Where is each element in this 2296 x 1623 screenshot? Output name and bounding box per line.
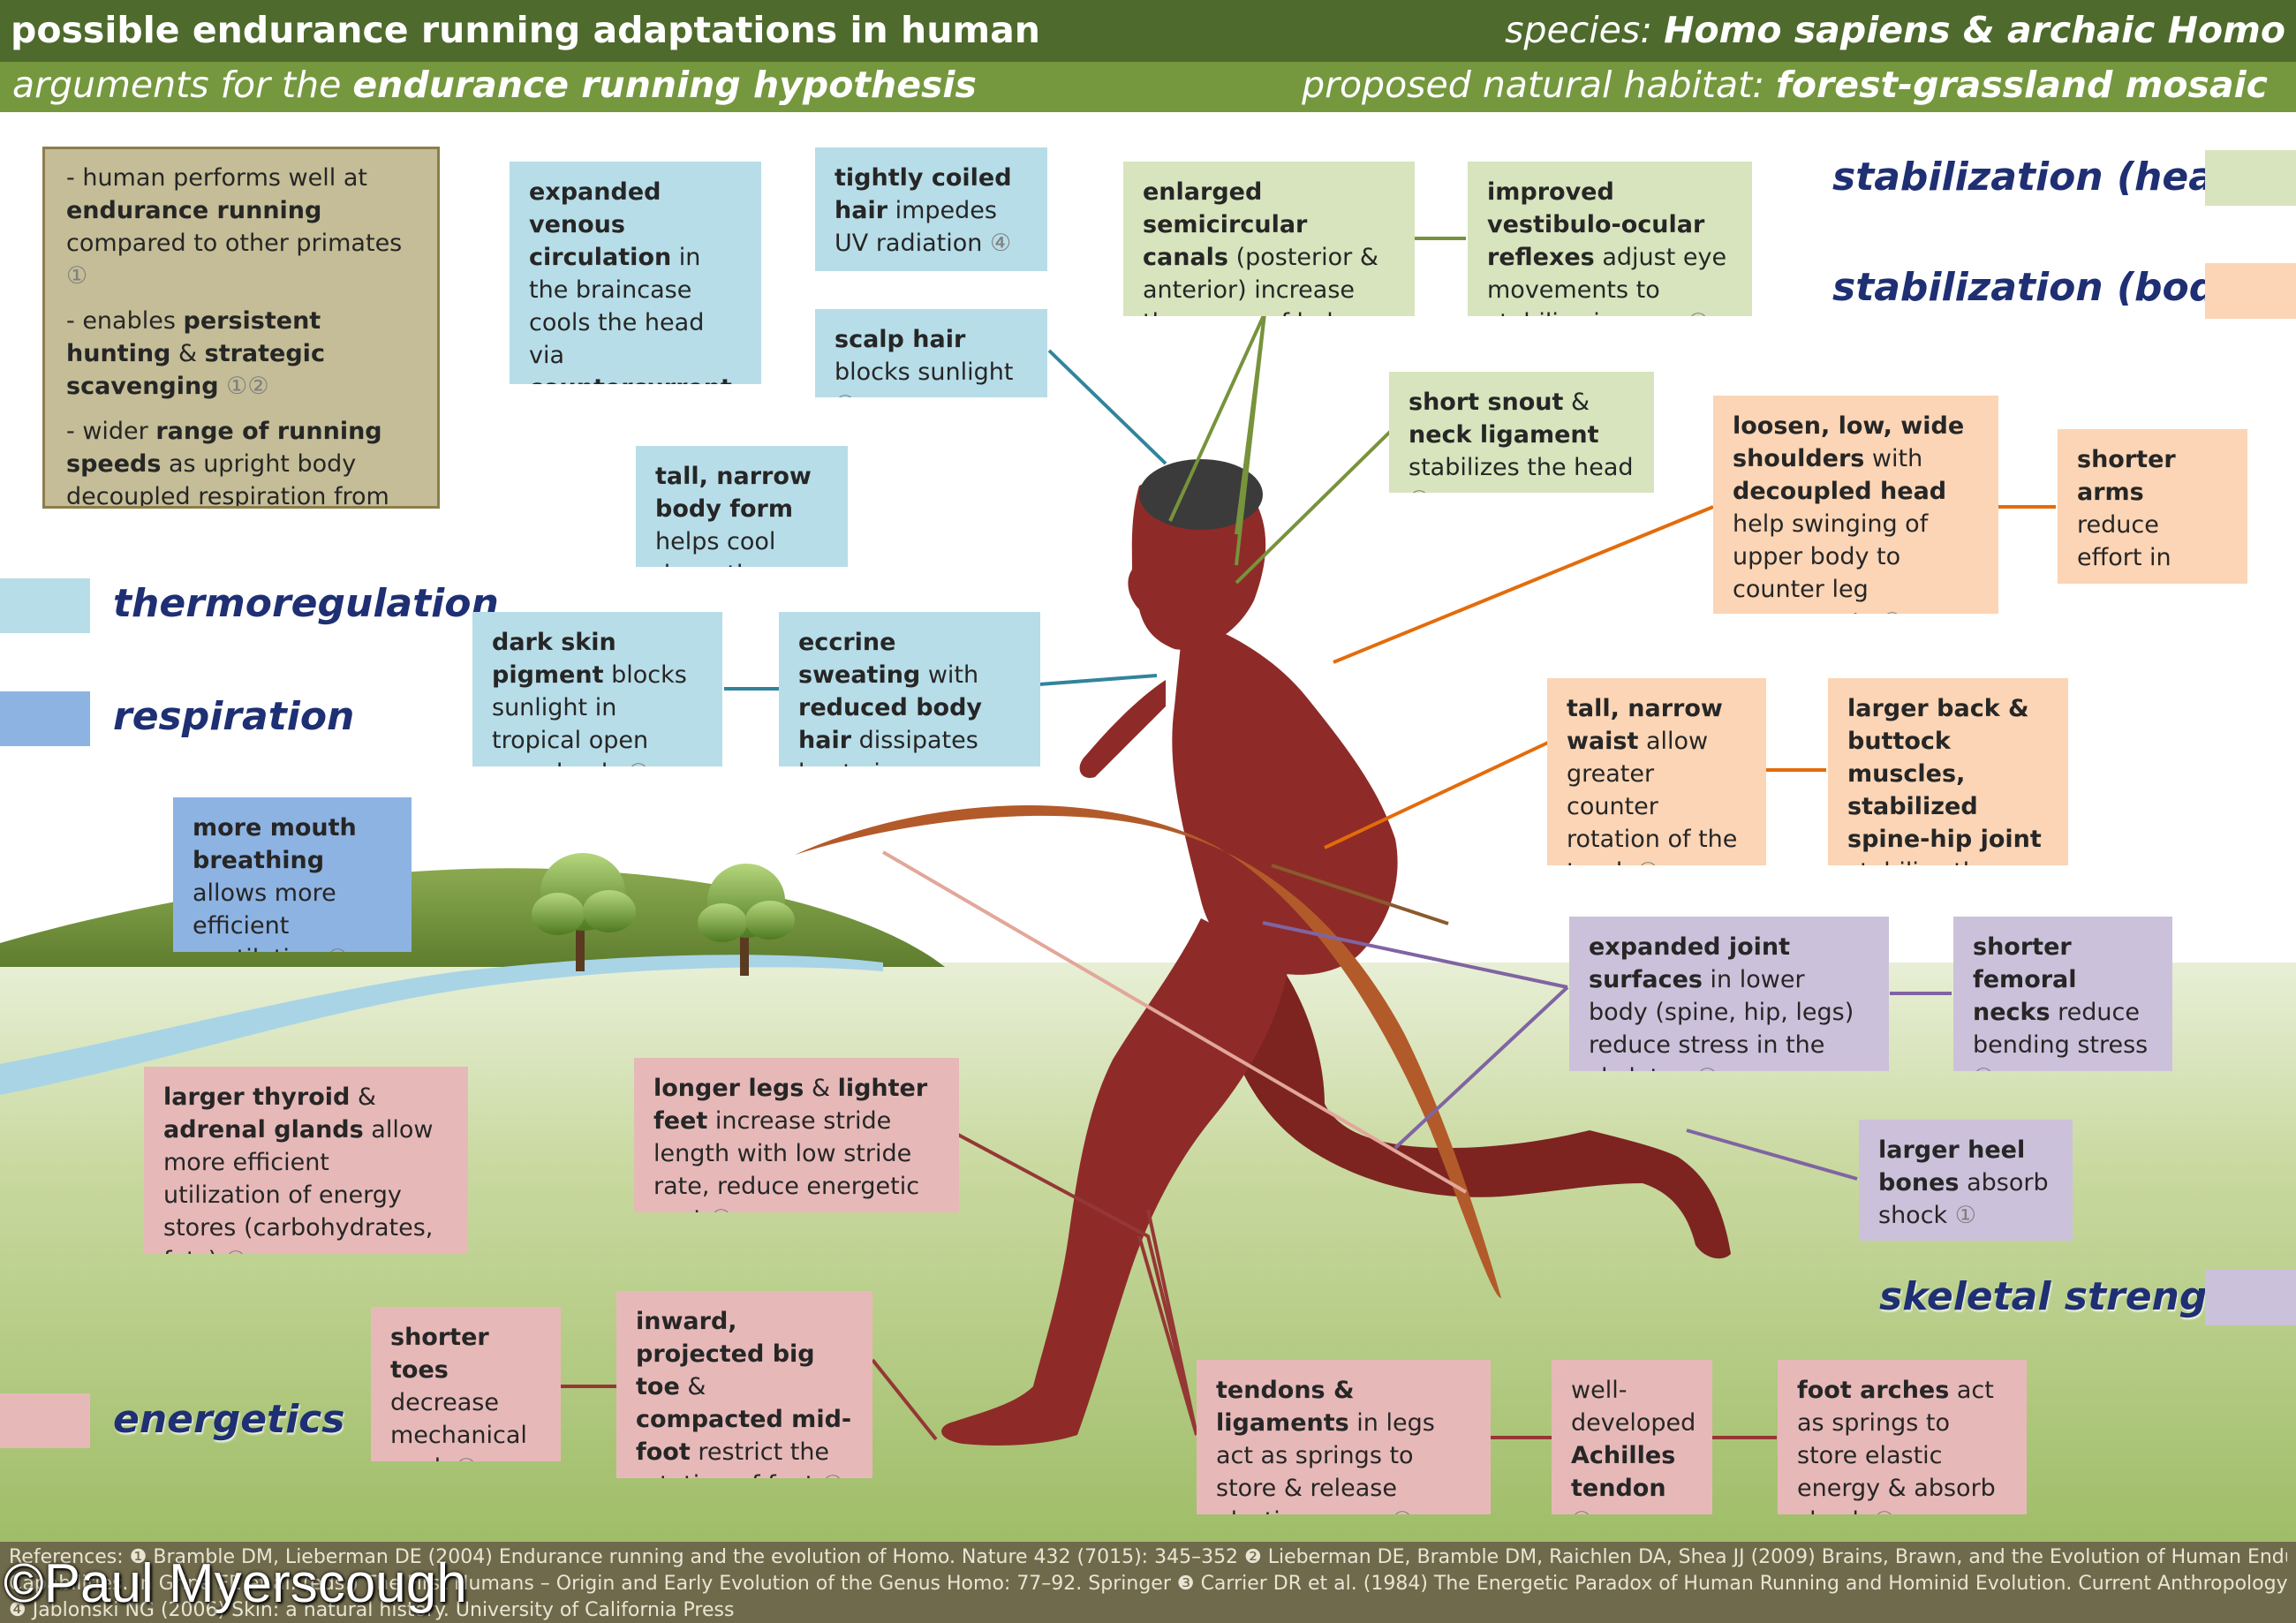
box-shorter-arms: shorter arms reduce effort in arm-swingi…	[2058, 429, 2247, 584]
line-waist	[1324, 740, 1551, 849]
header-bar-top	[0, 0, 2296, 62]
argument-1: - human performs well at endurance runni…	[66, 164, 403, 290]
box-short-snout: short snout & neck ligament stabilizes t…	[1389, 372, 1654, 493]
box-tendons-ligaments: tendons & ligaments in legs act as sprin…	[1197, 1360, 1491, 1514]
box-big-toe: inward, projected big toe & compacted mi…	[616, 1291, 872, 1478]
bow	[795, 805, 1501, 1298]
legend-thermoregulation: thermoregulation	[113, 581, 499, 626]
box-expanded-joint-surfaces: expanded joint surfaces in lower body (s…	[1569, 917, 1889, 1071]
hill	[0, 868, 945, 967]
connectors	[561, 237, 2056, 1441]
box-semicircular-canals: enlarged semicircular canals (posterior …	[1123, 162, 1415, 316]
runner-hair	[1139, 459, 1263, 530]
argument-2: - enables persistent hunting & strategic…	[66, 307, 325, 400]
box-longer-legs: longer legs & lighter feet increase stri…	[634, 1058, 959, 1212]
legend-stabilization-head: stabilization (head)	[1832, 155, 2261, 200]
box-tightly-coiled-hair: tightly coiled hair impedes UV radiation…	[815, 147, 1047, 271]
page-title: possible endurance running adaptations i…	[11, 9, 1040, 51]
subtitle: arguments for the endurance running hypo…	[12, 64, 977, 106]
reference-line-2: Capabilities. In Grine FE et al. (eds.) …	[9, 1573, 2287, 1595]
copyright: ©Paul Myerscough	[4, 1553, 467, 1614]
box-back-buttock-muscles: larger back & buttock muscles, stabilize…	[1828, 678, 2068, 865]
box-shorter-femoral-necks: shorter femoral necks reduce bending str…	[1953, 917, 2172, 1071]
species-label: species: Homo sapiens & archaic Homo	[1505, 9, 2285, 51]
line-bigtoe	[871, 1358, 938, 1441]
tree-left	[532, 853, 636, 971]
tree-right	[698, 864, 795, 976]
runner-front-leg	[941, 918, 1289, 1446]
line-scalp	[1047, 349, 1167, 465]
legend-energetics: energetics	[113, 1397, 345, 1442]
line-sweat	[1038, 674, 1158, 686]
legend-swatch-energetics	[0, 1393, 90, 1448]
line-tendons	[1137, 1235, 1198, 1436]
box-scalp-hair: scalp hair blocks sunlight ④	[815, 309, 1047, 397]
legend-swatch-skeletal-strength	[2205, 1270, 2296, 1325]
habitat-label: proposed natural habitat: forest-grassla…	[1302, 64, 2268, 106]
legend-swatch-respiration	[0, 691, 90, 746]
box-larger-heel-bones: larger heel bones absorb shock ①	[1859, 1120, 2073, 1241]
box-tall-narrow-body: tall, narrow body form helps cool down t…	[636, 446, 848, 567]
box-narrow-waist: tall, narrow waist allow greater counter…	[1547, 678, 1766, 865]
reference-line-1: References: ❶ Bramble DM, Lieberman DE (…	[9, 1546, 2287, 1568]
legend-skeletal-strength: skeletal strength	[1879, 1274, 2254, 1319]
line-shoulders	[1333, 505, 1714, 664]
box-vestibulo-ocular-reflexes: improved vestibulo-ocular reflexes adjus…	[1468, 162, 1752, 316]
reference-line-3: ❹ Jablonski NG (2006) Skin: a natural hi…	[9, 1599, 735, 1621]
bowstring	[881, 850, 1468, 1194]
header-bar-bottom	[0, 62, 2296, 112]
line-joints	[1262, 921, 1569, 1150]
references: References: ❶ Bramble DM, Lieberman DE (…	[0, 1542, 2296, 1623]
box-mouth-breathing: more mouth breathing allows more efficie…	[173, 797, 412, 952]
line-semicircular	[1168, 313, 1266, 566]
legend-swatch-stabilization-body	[2205, 263, 2296, 319]
line-legs	[957, 1133, 1198, 1436]
arrow	[1271, 864, 1449, 925]
line-snout	[1235, 429, 1393, 585]
box-dark-skin-pigment: dark skin pigment blocks sunlight in tro…	[472, 612, 722, 766]
box-shoulders: loosen, low, wide shoulders with decoupl…	[1713, 396, 1998, 614]
box-thyroid-adrenal: larger thyroid & adrenal glands allow mo…	[144, 1067, 468, 1254]
legend-stabilization-body: stabilization (body)	[1832, 265, 2261, 310]
arguments-box: - human performs well at endurance runni…	[42, 147, 440, 509]
legend-respiration: respiration	[113, 694, 355, 739]
legend-swatch-thermoregulation	[0, 578, 90, 633]
box-eccrine-sweating: eccrine sweating with reduced body hair …	[779, 612, 1040, 766]
runner-arm	[1079, 680, 1298, 916]
line-heel	[1686, 1129, 1858, 1181]
river	[0, 955, 883, 1095]
argument-3: - wider range of running speeds as uprig…	[66, 418, 389, 509]
box-achilles-tendon: well-developed Achilles tendon ①	[1552, 1360, 1712, 1514]
runner-back-leg	[1219, 954, 1731, 1259]
box-shorter-toes: shorter toes decrease mechanical work ①	[371, 1307, 561, 1461]
box-foot-arches: foot arches act as springs to store elas…	[1778, 1360, 2027, 1514]
legend-swatch-stabilization-head	[2205, 150, 2296, 206]
box-venous-circulation: expanded venous circulation in the brain…	[510, 162, 761, 384]
